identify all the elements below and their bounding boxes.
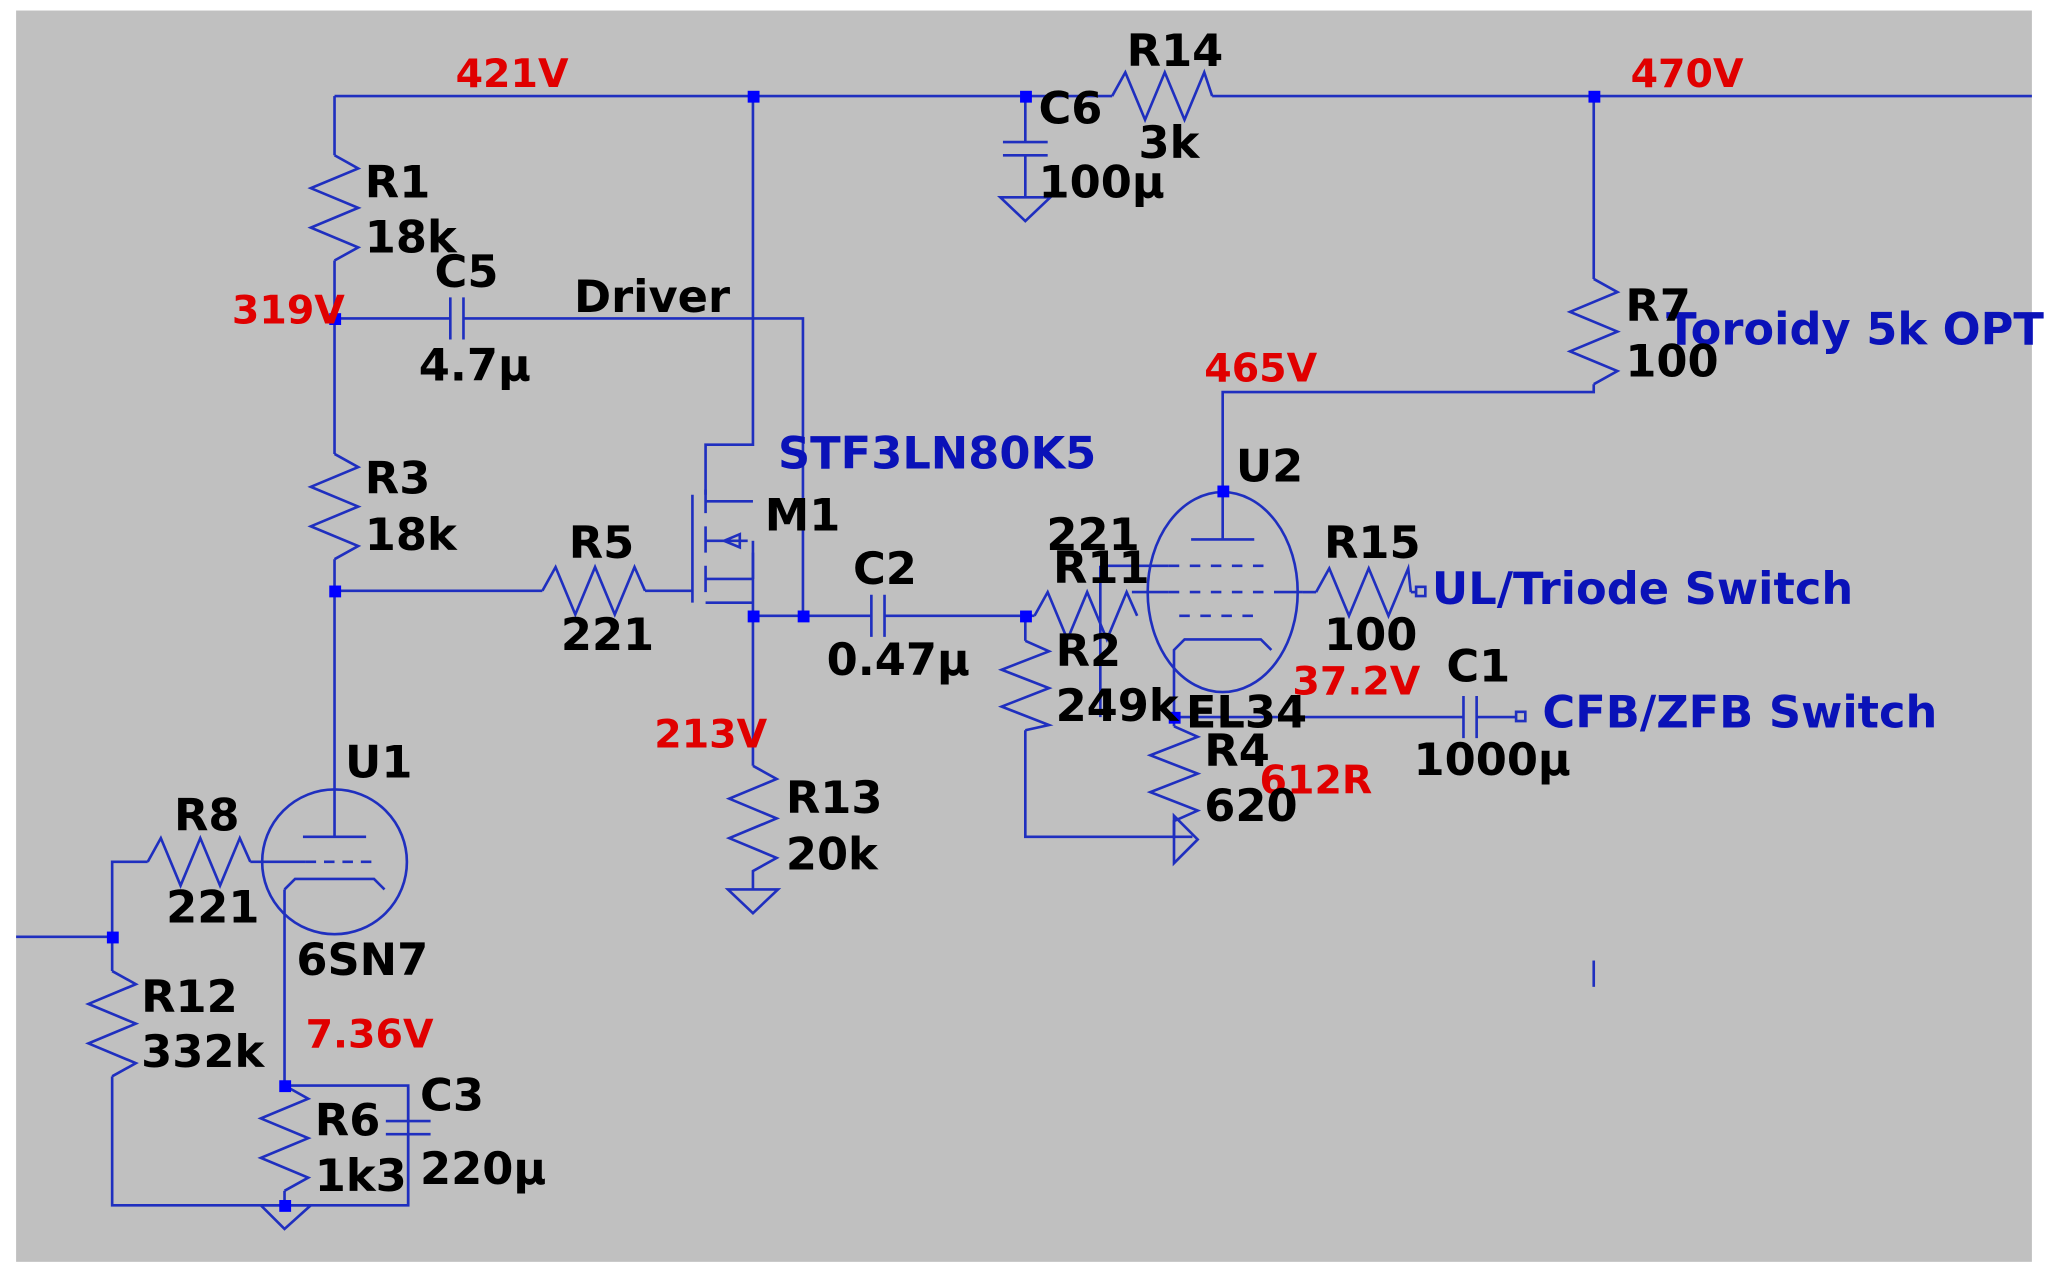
capacitor-c6-symbol: [1002, 140, 1048, 157]
resistor-r1-symbol: [307, 154, 362, 262]
c1-value: 1000µ: [1413, 733, 1570, 786]
wires: [16, 94, 2032, 1207]
r11-ref: R11: [1053, 541, 1150, 594]
resistor-r7-symbol: [1566, 277, 1621, 386]
voltage-319v: 319V: [232, 288, 345, 334]
u1-ref: U1: [345, 736, 412, 789]
net-label-cfb-zfb-switch: CFB/ZFB Switch: [1542, 686, 1937, 739]
r2-ref: R2: [1056, 624, 1122, 677]
r4-ref: R4: [1204, 724, 1270, 777]
c3-ref: C3: [420, 1069, 484, 1122]
tube-u1-symbol: [260, 788, 409, 936]
c2-ref: C2: [853, 542, 917, 595]
r12-value: 332k: [141, 1025, 265, 1078]
r8-value: 221: [166, 880, 259, 933]
r6-value: 1k3: [315, 1149, 407, 1202]
r14-ref: R14: [1127, 24, 1224, 77]
resistor-r6-symbol: [257, 1084, 312, 1192]
capacitor-c1-symbol: [1462, 696, 1478, 739]
r13-value: 20k: [786, 828, 879, 881]
mosfet-model-label: STF3LN80K5: [778, 426, 1096, 479]
voltage-470v: 470V: [1631, 51, 1744, 97]
voltage-37v: 37.2V: [1292, 659, 1420, 705]
r5-value: 221: [561, 608, 654, 661]
capacitor-c3-symbol: [385, 1119, 431, 1136]
ul-switch-terminal: [1414, 585, 1427, 598]
c5-value: 4.7µ: [419, 338, 531, 391]
u2-ref: U2: [1236, 440, 1303, 493]
r14-value: 3k: [1138, 116, 1200, 169]
ground-r13: [724, 888, 782, 915]
cfb-switch-terminal: [1514, 710, 1527, 723]
resistor-r13-symbol: [725, 764, 781, 890]
c2-value: 0.47µ: [827, 633, 970, 686]
ground-r4: [1172, 812, 1200, 867]
resistor-r8-symbol: [146, 834, 252, 889]
resistor-r11-symbol: [1033, 588, 1139, 643]
r13-ref: R13: [786, 771, 883, 824]
c6-value: 100µ: [1038, 155, 1164, 208]
r3-value: 18k: [365, 508, 458, 561]
voltage-7v: 7.36V: [306, 1011, 434, 1057]
r5-ref: R5: [569, 516, 635, 569]
u2-value: EL34: [1186, 686, 1307, 739]
r12-ref: R12: [141, 970, 238, 1023]
u1-value: 6SN7: [296, 933, 428, 986]
r3-ref: R3: [365, 451, 431, 504]
junction-nodes: [106, 90, 1601, 1212]
r15-value: 100: [1324, 608, 1417, 661]
voltage-465v: 465V: [1204, 346, 1317, 392]
c3-value: 220µ: [420, 1142, 546, 1195]
voltage-213v: 213V: [654, 711, 767, 757]
r1-value: 18k: [365, 211, 458, 264]
ground-c6: [997, 196, 1054, 223]
c6-ref: C6: [1038, 82, 1102, 135]
net-label-toroidy-opt: Toroidy 5k OPT: [1666, 303, 2044, 356]
voltage-421v: 421V: [456, 51, 569, 97]
resistor-r12-symbol: [85, 969, 140, 1078]
mosfet-m1-symbol: [691, 489, 755, 603]
r8-ref: R8: [174, 788, 240, 841]
resistor-r3-symbol: [307, 452, 362, 561]
r6-ref: R6: [315, 1094, 381, 1147]
resistor-r5-symbol: [541, 563, 647, 618]
resistor-r14-symbol: [1111, 68, 1214, 124]
r7-ref: R7: [1625, 279, 1691, 332]
resistance-612r: 612R: [1260, 757, 1373, 803]
capacitor-c5-symbol: [449, 297, 465, 340]
c5-ref: C5: [435, 245, 499, 298]
r1-ref: R1: [365, 155, 431, 208]
c1-ref: C1: [1446, 640, 1510, 693]
r11-value: 221: [1046, 508, 1139, 561]
net-label-driver: Driver: [574, 270, 730, 323]
net-label-ul-triode-switch: UL/Triode Switch: [1432, 562, 1853, 615]
r2-value: 249k: [1056, 679, 1180, 732]
r4-value: 620: [1204, 779, 1297, 832]
resistor-r2-symbol: [998, 639, 1054, 732]
r7-value: 100: [1625, 334, 1718, 387]
r15-ref: R15: [1324, 516, 1421, 569]
resistor-r15-symbol: [1314, 563, 1413, 620]
capacitor-c2-symbol: [870, 594, 886, 637]
m1-ref: M1: [765, 488, 841, 541]
